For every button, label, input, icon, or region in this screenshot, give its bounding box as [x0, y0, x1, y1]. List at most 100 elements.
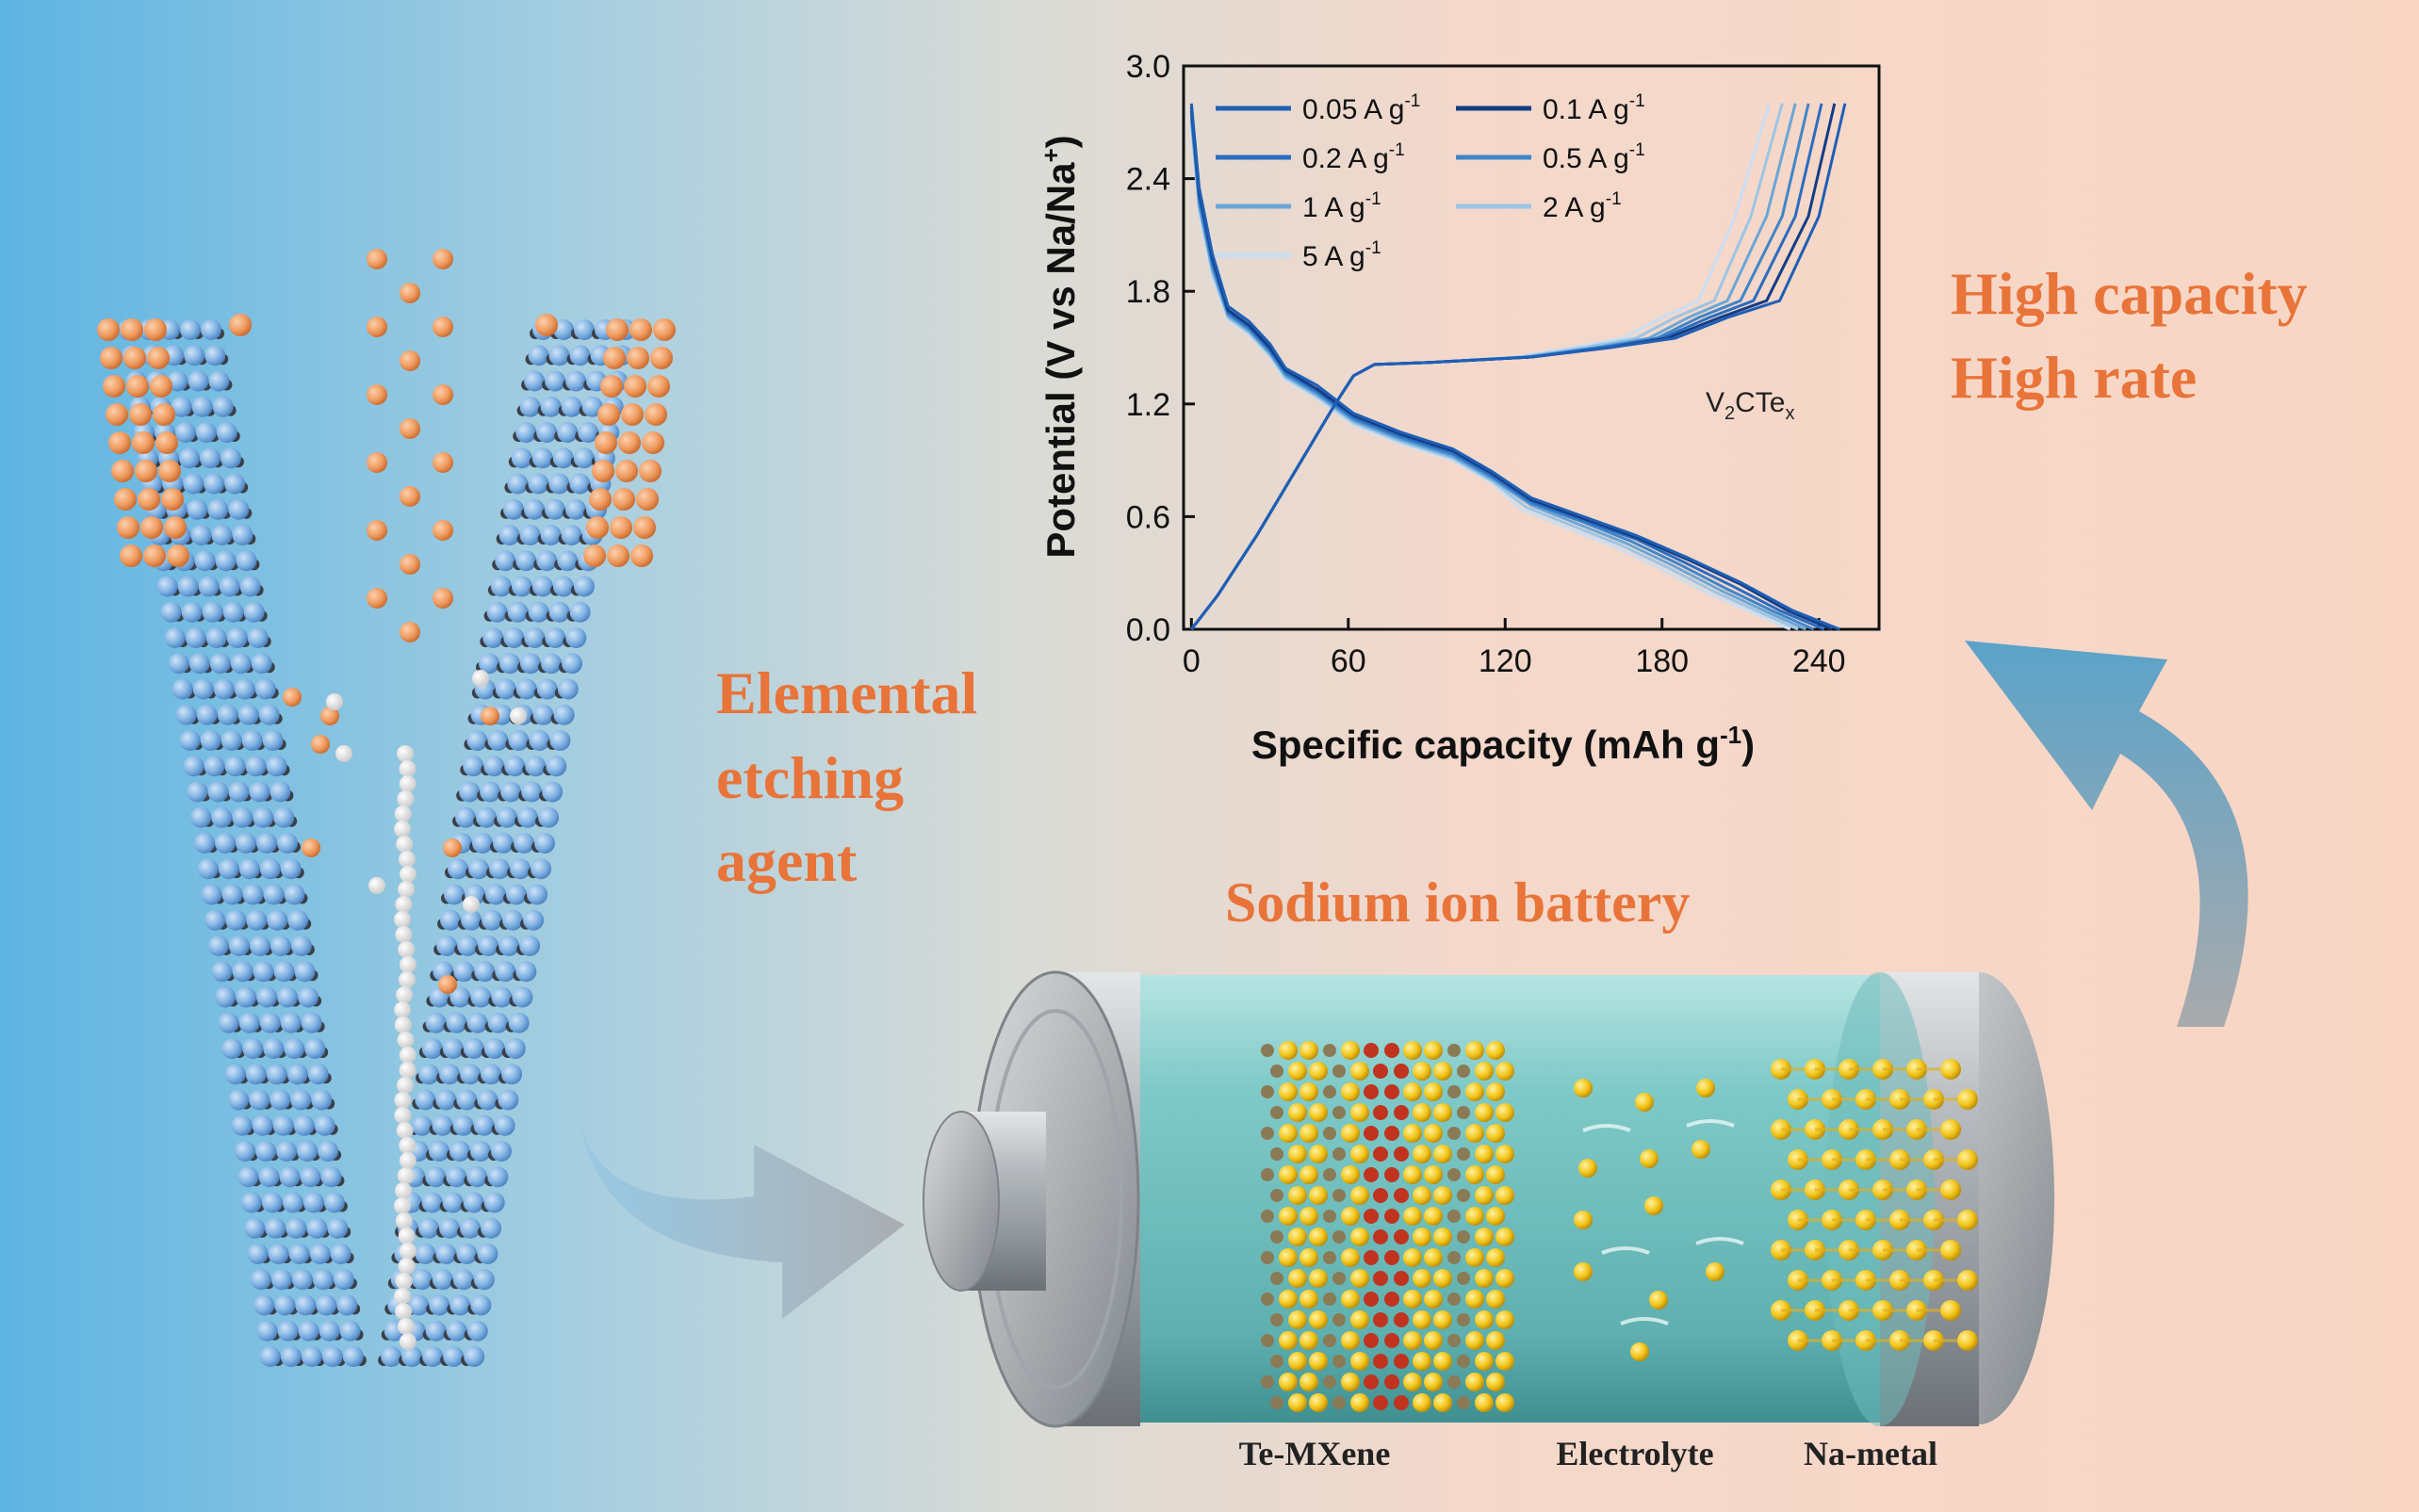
tellurium-atom	[120, 545, 142, 567]
metal-atom	[195, 422, 217, 443]
metal-atom	[306, 1217, 328, 1239]
tellurium-atom	[1270, 1396, 1283, 1409]
metal-atom	[191, 396, 213, 417]
tellurium-atom	[1496, 1103, 1514, 1122]
metal-atom	[466, 1320, 488, 1341]
metal-atom	[468, 858, 490, 880]
vanadium-atom	[1373, 1354, 1388, 1369]
label-te-mxene: Te-MXene	[1239, 1435, 1391, 1472]
metal-atom	[546, 756, 567, 777]
metal-atom	[172, 678, 193, 700]
tellurium-atom	[639, 460, 662, 482]
tellurium-atom	[150, 375, 172, 398]
metal-atom	[274, 1294, 296, 1316]
tellurium-atom	[129, 403, 152, 426]
tellurium-atom	[1465, 1124, 1484, 1143]
sodium-ion	[1578, 1159, 1597, 1178]
sodium-atom	[1940, 1179, 1961, 1200]
etched-atom	[335, 745, 352, 762]
vanadium-atom	[1394, 1395, 1409, 1410]
metal-atom	[171, 396, 192, 417]
metal-atom	[466, 730, 488, 751]
metal-atom	[247, 1244, 269, 1264]
metal-atom	[512, 986, 533, 1008]
tellurium-atom	[108, 431, 131, 454]
tellurium-atom	[1323, 1334, 1336, 1347]
tellurium-atom	[144, 318, 167, 341]
metal-atom	[515, 961, 537, 983]
metal-atom	[211, 806, 233, 828]
metal-atom	[156, 576, 178, 597]
metal-atom	[200, 730, 221, 751]
metal-atom	[502, 909, 524, 931]
metal-atom	[228, 935, 250, 956]
metal-atom	[524, 370, 546, 392]
tellurium-atom	[1447, 1127, 1461, 1140]
metal-atom	[263, 1038, 285, 1059]
metal-atom	[495, 550, 516, 572]
metal-atom	[517, 806, 539, 828]
metal-atom	[478, 935, 499, 956]
metal-atom	[259, 1346, 281, 1367]
tellurium-atom	[1486, 1248, 1505, 1267]
tellurium-atom	[1332, 1106, 1346, 1119]
metal-atom	[453, 961, 475, 983]
etched-atom	[399, 1243, 417, 1260]
metal-atom	[446, 1320, 467, 1341]
metal-atom	[268, 1244, 289, 1264]
tellurium-atom	[367, 249, 387, 269]
metal-atom	[574, 319, 595, 340]
tellurium-atom	[1279, 1165, 1298, 1184]
metal-atom	[477, 1089, 499, 1111]
metal-atom	[276, 833, 298, 854]
etched-atom	[395, 926, 413, 943]
tellurium-atom	[400, 350, 420, 371]
metal-atom	[544, 498, 565, 520]
etched-atom	[397, 790, 415, 807]
tellurium-atom	[1496, 1269, 1514, 1288]
tellurium-atom	[1309, 1186, 1328, 1205]
etched-atom	[394, 1288, 412, 1305]
metal-atom	[455, 806, 477, 828]
metal-atom	[307, 1064, 329, 1085]
metal-atom	[528, 473, 549, 495]
tellurium-atom	[1309, 1145, 1328, 1163]
etched-atom	[399, 1047, 417, 1064]
legend-label: 0.2 A g-1	[1302, 140, 1405, 174]
metal-atom	[309, 1244, 331, 1264]
metal-atom	[474, 961, 496, 983]
tellurium-atom	[164, 516, 187, 539]
tellurium-atom	[1465, 1290, 1484, 1309]
metal-atom	[207, 498, 229, 520]
sodium-ion	[1574, 1211, 1593, 1229]
metal-atom	[175, 704, 197, 725]
vanadium-atom	[1384, 1374, 1399, 1390]
tellurium-atom	[167, 545, 189, 567]
tellurium-atom	[1475, 1103, 1494, 1122]
tellurium-atom	[1299, 1165, 1318, 1184]
etched-atom	[398, 881, 416, 898]
metal-atom	[476, 806, 498, 828]
tellurium-atom	[132, 431, 155, 454]
metal-atom	[553, 319, 574, 340]
tellurium-atom	[1279, 1290, 1298, 1309]
metal-atom	[216, 422, 237, 443]
tellurium-atom	[1403, 1124, 1422, 1143]
etched-atom	[472, 670, 489, 687]
ion-motion-trail	[1601, 1246, 1650, 1255]
tellurium-atom	[1350, 1352, 1369, 1371]
y-axis-label: Potential (V vs Na/Na+)	[1037, 135, 1083, 558]
metal-atom	[294, 961, 316, 983]
tellurium-atom	[647, 375, 670, 398]
vanadium-atom	[1373, 1229, 1388, 1244]
metal-atom	[284, 884, 305, 905]
legend-label: 0.05 A g-1	[1302, 91, 1420, 125]
metal-atom	[489, 858, 511, 880]
tellurium-atom	[1465, 1207, 1484, 1226]
metal-atom	[232, 806, 253, 828]
tellurium-atom	[1261, 1044, 1274, 1057]
tellurium-atom	[1332, 1396, 1346, 1409]
sodium-atom	[1957, 1270, 1978, 1291]
metal-atom	[242, 884, 264, 905]
metal-atom	[276, 1141, 298, 1162]
